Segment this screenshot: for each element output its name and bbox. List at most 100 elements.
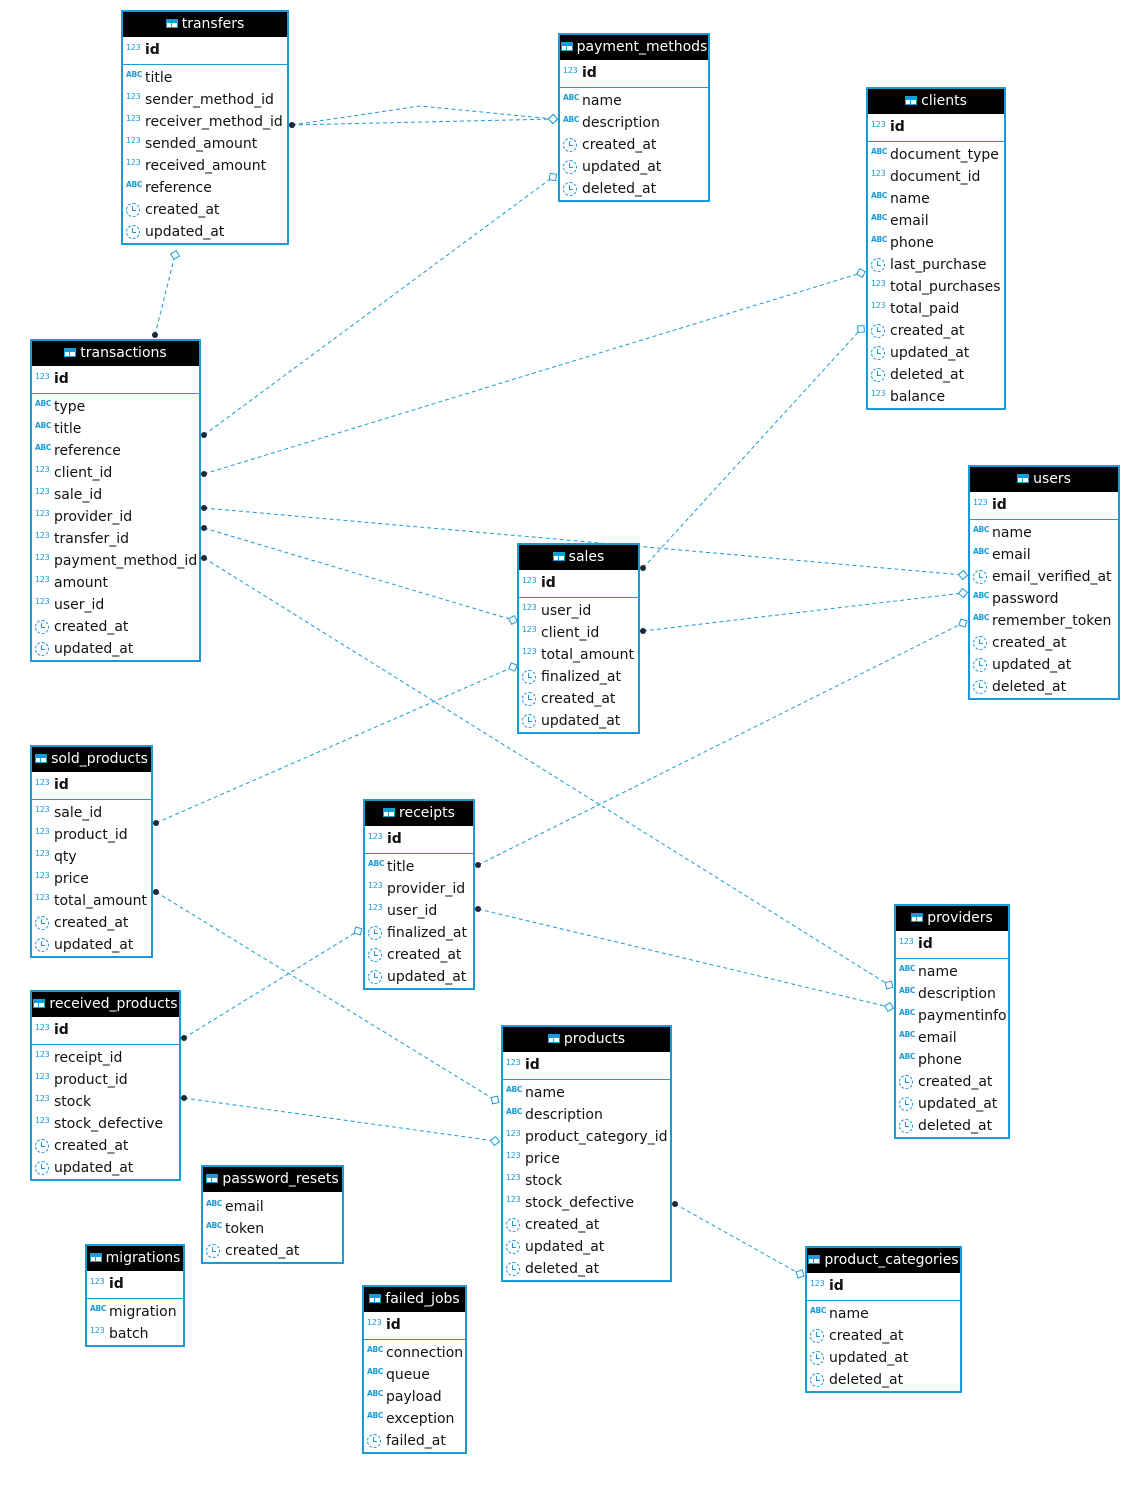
column-row[interactable]: deleted_at (868, 364, 1004, 386)
table-header[interactable]: clients (868, 89, 1004, 114)
column-row[interactable]: updated_at (560, 156, 708, 178)
column-row[interactable]: created_at (868, 320, 1004, 342)
column-row[interactable]: finalized_at (365, 922, 473, 944)
column-row[interactable]: finalized_at (519, 666, 638, 688)
table-header[interactable]: failed_jobs (364, 1287, 465, 1312)
table-header[interactable]: payment_methods (560, 35, 708, 60)
table-header[interactable]: received_products (32, 992, 179, 1017)
column-row[interactable]: email_verified_at (970, 566, 1118, 588)
table-header[interactable]: receipts (365, 801, 473, 826)
column-row[interactable]: deleted_at (970, 676, 1118, 698)
column-row[interactable]: created_at (519, 688, 638, 710)
column-row[interactable]: updated_at (970, 654, 1118, 676)
column-row[interactable]: created_at (560, 134, 708, 156)
column-row[interactable]: created_at (32, 912, 151, 934)
column-row[interactable]: created_at (32, 1135, 179, 1157)
table-header[interactable]: transfers (123, 12, 287, 37)
column-row[interactable]: updated_at (503, 1236, 670, 1258)
table-header[interactable]: products (503, 1027, 670, 1052)
table-header[interactable]: sold_products (32, 747, 151, 772)
column-row[interactable]: created_at (503, 1214, 670, 1236)
table-header[interactable]: migrations (87, 1246, 183, 1271)
column-row[interactable]: updated_at (519, 710, 638, 732)
column-row[interactable]: updated_at (807, 1347, 960, 1369)
column-row[interactable]: updated_at (32, 638, 199, 660)
table-header[interactable]: password_resets (203, 1167, 342, 1192)
column-row[interactable]: deleted_at (896, 1115, 1008, 1137)
column-row[interactable]: created_at (123, 199, 287, 221)
column-row[interactable]: created_at (203, 1240, 342, 1262)
column-row[interactable]: deleted_at (503, 1258, 670, 1280)
column-row[interactable]: updated_at (32, 934, 151, 956)
column-row[interactable]: updated_at (868, 342, 1004, 364)
table-header[interactable]: users (970, 467, 1118, 492)
column-row[interactable]: updated_at (365, 966, 473, 988)
